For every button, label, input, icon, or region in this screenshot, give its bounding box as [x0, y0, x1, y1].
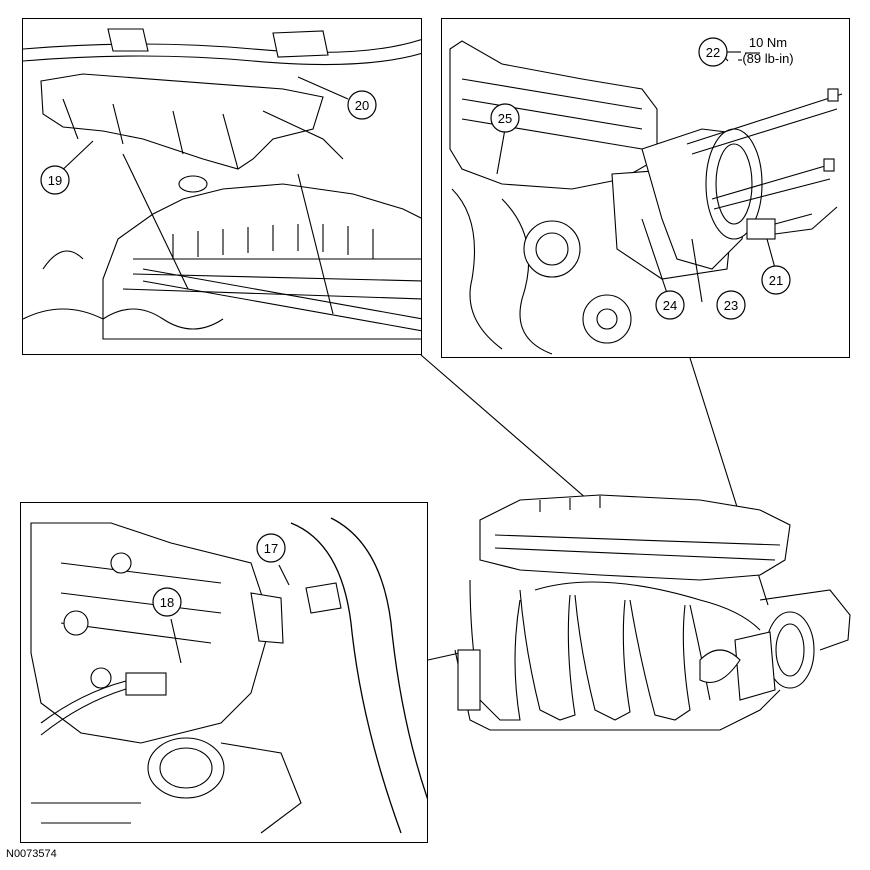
figure-id: N0073574: [6, 848, 57, 860]
hose-connector-detail-panel: [20, 502, 428, 843]
fuel-rail-drawing: [23, 28, 421, 340]
throttle-body-leader-line: [689, 357, 769, 606]
throttle-body-detail-panel: [441, 18, 850, 358]
fuel-rail-detail-panel: [22, 18, 422, 355]
throttle-body-drawing: [449, 40, 843, 355]
fuel-rail-leader-line: [420, 354, 641, 546]
hose-connector-leader-line: [427, 651, 465, 661]
hose-connector-drawing: [30, 517, 427, 834]
